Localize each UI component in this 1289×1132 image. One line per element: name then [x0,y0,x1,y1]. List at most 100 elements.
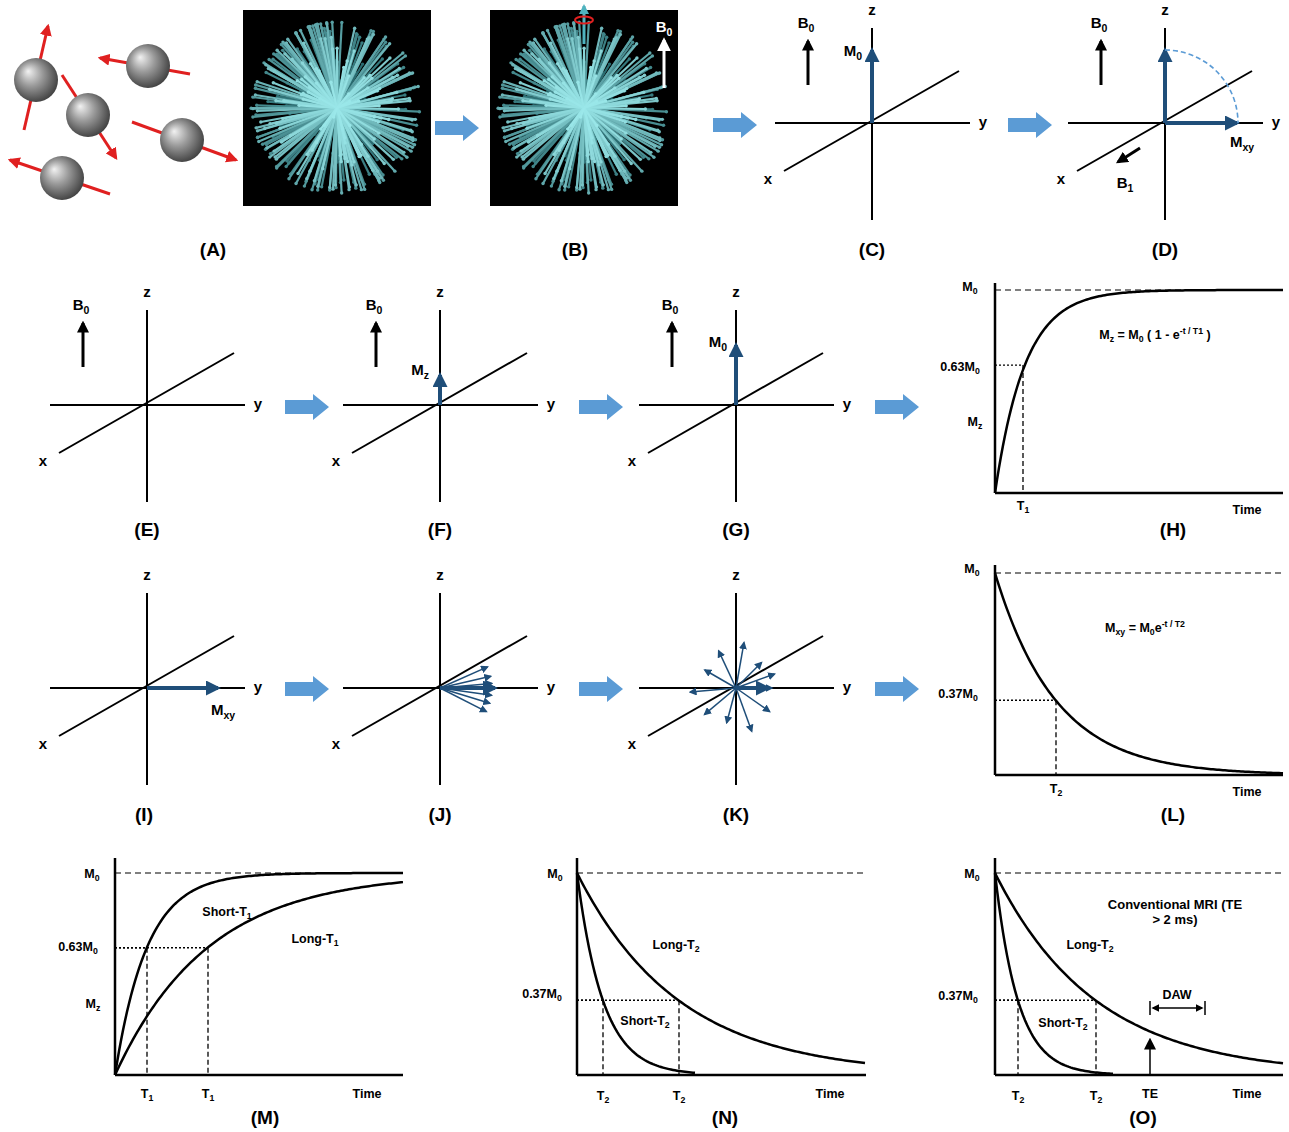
spin-tip [388,42,391,45]
stroke-line [663,40,666,88]
spin-vector [337,108,343,129]
spin-tip [299,29,302,32]
spin-tip [582,47,585,50]
spin-tip [313,179,316,182]
spin-vector [549,79,584,108]
spin-tip [568,167,571,170]
text-part: x [628,452,636,469]
spin-tip [331,187,334,190]
text-part: 0 [558,873,563,883]
stroke-line [375,323,378,367]
axis-label: x [332,735,340,752]
spin-tip [310,149,313,152]
precession-ring [575,17,593,24]
spin-tip [528,49,531,52]
spin-tip [309,62,312,65]
panel-letter: (M) [251,1107,279,1129]
text-part: M [709,333,722,350]
spin-tip [290,58,293,61]
graph-label: DAW [1162,988,1191,1002]
spin-tip [613,37,616,40]
spin-tip [555,85,558,88]
relaxation-curve [995,573,1283,773]
spin-tip [361,62,364,65]
spin-tip [572,22,575,25]
axis-label: B0 [366,296,383,315]
spin-tip [556,62,559,65]
spin-tip [624,131,627,134]
axis-label: B0 [1091,14,1108,33]
text-part: M [844,42,857,59]
text-part: 1 [1128,182,1134,194]
spin-tip [321,167,324,170]
spin-tip [315,81,318,84]
graph-label: M0 [964,867,979,883]
spin-vector [584,75,645,108]
spin-tip [347,74,350,77]
stroke-line [1204,1001,1206,1015]
spin-tip [256,129,259,132]
spin-tip [348,185,351,188]
graph-label: 0.37M0 [522,987,562,1003]
axis-label: B0 [798,14,815,33]
spin-tip [391,76,394,79]
text-part: y [254,395,262,412]
spin-tip [384,40,387,43]
spin-tip [329,81,332,84]
spin-tip [504,140,507,143]
text-part: x [332,452,340,469]
spin-tip [366,86,369,89]
spin-tip [251,107,254,110]
spin-vector [535,39,584,108]
spin-tip [588,127,591,130]
axis-label: x [628,735,636,752]
flow-arrow [579,676,623,702]
spin-tip [358,36,361,39]
spin-vector [337,76,349,108]
spin-tip [590,136,593,139]
text-part: 2 [1109,944,1114,954]
spin-tip [308,169,311,172]
spin-tip [555,25,558,28]
stroke-line [115,947,208,948]
flow-arrow [875,676,919,702]
text-part: z [96,1003,100,1013]
spin-tip [581,183,584,186]
spin-vector [268,68,337,108]
graph-label: Short-T2 [1038,1016,1087,1032]
spin-tip [595,185,598,188]
spin-tip [401,51,404,54]
text-part: T [202,1087,210,1101]
spin-tip [373,115,376,118]
flow-arrow [285,676,329,702]
spin-tip [619,30,622,33]
graph-label: M0 [547,867,562,883]
stroke-line [995,872,1283,873]
graph-label: Time [1233,785,1262,799]
text-part: (C) [859,239,885,260]
spin-tip [418,110,421,113]
text-part: x [332,735,340,752]
stroke-line [995,1000,1018,1001]
spin-tip [607,188,610,191]
stroke-line [59,353,234,453]
spin-tip [272,149,275,152]
spin-tip [342,178,345,181]
spin-tip [570,124,573,127]
stroke-line [995,1000,1096,1001]
text-part: Long-T [1066,938,1108,952]
text-part: 0 [1150,627,1155,637]
axis-label: y [979,113,987,130]
spin-tip [606,154,609,157]
text-part: 1 [247,911,252,921]
text-part: Time [1233,503,1262,517]
spin-tip [372,33,375,36]
spin-vector [584,108,615,156]
text-part: Long-T [652,938,694,952]
spin-tip [280,140,283,143]
spin-tip [256,109,259,112]
stroke-line [577,1000,603,1001]
stroke-line [807,41,810,85]
spin-tip [631,40,634,43]
proton-ball [66,93,110,137]
